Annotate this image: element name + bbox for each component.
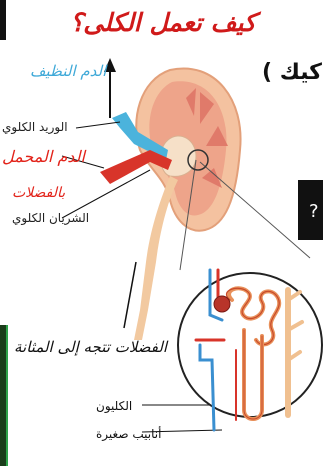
label-clean-blood: الدم النظيف bbox=[30, 64, 106, 79]
label-loaded-blood: الدم المحمل bbox=[2, 149, 85, 165]
label-small-tubes: أنابيب صغيرة bbox=[96, 428, 161, 440]
question-mark-fragment: ? bbox=[309, 203, 319, 221]
glomerulus bbox=[214, 296, 230, 312]
label-renal-vein: الوريد الكلوي bbox=[2, 121, 68, 133]
left-edge-bar bbox=[0, 0, 6, 40]
label-renal-artery: الشريان الكلوي bbox=[12, 212, 89, 224]
label-nephron: الكليون bbox=[96, 400, 132, 412]
label-waste-to-bladder: الفضلات تتجه إلى المثانة bbox=[14, 340, 167, 355]
label-with-waste: بالفضلات bbox=[12, 186, 65, 200]
cropped-heading-fragment: كيك ) bbox=[262, 62, 322, 84]
page-title: كيف تعمل الكلى؟ bbox=[70, 10, 256, 35]
